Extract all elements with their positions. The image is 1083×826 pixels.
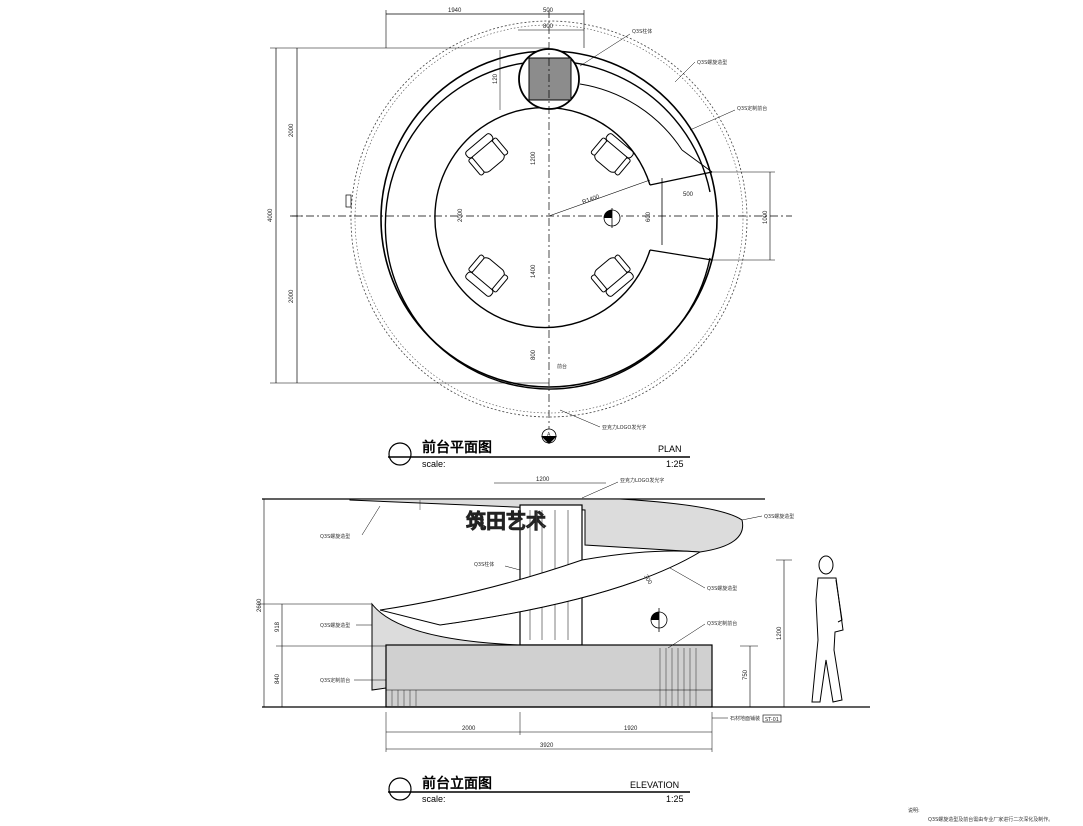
plan-dim-left-upper: 2000 (289, 123, 295, 137)
plan-dim-opening-h: 1000 (763, 210, 769, 224)
elev-label-floor: 石材地面铺装 (730, 715, 760, 722)
elev-dim-column-h: 400 (480, 517, 486, 528)
plan-dim-top-a: 500 (543, 8, 554, 14)
human-figure-icon (811, 555, 844, 703)
plan-view: 4000 2000 2000 1940 500 800 120 1200 140… (268, 8, 792, 469)
elevation-scale-value: 1:25 (666, 794, 684, 804)
elev-dim-desk-h: 750 (743, 669, 749, 680)
elev-label-ribbon-mid: Q3S螺旋造型 (707, 585, 737, 592)
elev-label-desk-right: Q3S定制前台 (707, 620, 737, 627)
plan-desk-outer-arc (384, 60, 711, 390)
chair-icon (588, 252, 637, 300)
elev-label-column: Q3S柱体 (474, 561, 494, 568)
elev-label-floor-tag: ST-01 (765, 717, 779, 723)
plan-dim-left-lower: 2000 (289, 289, 295, 303)
notes-text: Q3S螺旋造型及前台需由专业厂家进行二次深化及制作。 (928, 816, 1053, 823)
plan-dim-top-left: 1940 (448, 8, 462, 14)
plan-section-letter: A (547, 432, 551, 438)
elevation-title-cn: 前台立面图 (422, 775, 492, 792)
elev-dim-top: 1200 (536, 477, 550, 483)
plan-dim-left-total: 4000 (268, 208, 274, 222)
plan-label-column: Q3S柱体 (632, 28, 652, 35)
elev-dim-total-h: 2600 (257, 598, 263, 612)
elevation-scale-label: scale: (422, 794, 446, 804)
elev-dim-bottom-total: 3920 (540, 743, 554, 749)
chair-icon (462, 130, 511, 178)
plan-label-desk: Q3S定制前台 (737, 105, 767, 112)
plan-column-square (528, 57, 572, 101)
elev-label-ribbon-left: Q3S螺旋造型 (320, 533, 350, 540)
elev-dim-ribbon-w: 300 (642, 574, 653, 586)
elev-dim-person-h: 1200 (777, 626, 783, 640)
notes-label: 说明: (908, 807, 920, 814)
plan-dim-opening-w: 500 (683, 192, 694, 198)
plan-scale-label: scale: (422, 459, 446, 469)
plan-dim-center: 2000 (458, 208, 464, 222)
plan-title-circle (388, 442, 412, 466)
elevation-title-en: ELEVATION (630, 780, 679, 790)
elev-label-ribbon-low: Q3S螺旋造型 (320, 622, 350, 629)
plan-label-logo: 亚克力LOGO发光字 (602, 424, 646, 431)
plan-label-front: 前台 (557, 363, 567, 370)
plan-title-cn: 前台平面图 (422, 439, 492, 456)
elev-dim-base-h: 840 (275, 673, 281, 684)
watermark: 筑田艺术 (466, 509, 546, 533)
plan-dim-side-small: 600 (646, 211, 652, 222)
elevation-desk-base (385, 644, 713, 708)
plan-dim-top-b: 800 (543, 24, 554, 30)
plan-label-ribbon: Q3S螺旋造型 (697, 59, 727, 66)
plan-dim-inner-upper: 1200 (531, 151, 537, 165)
plan-dim-col-h: 120 (493, 73, 499, 84)
plan-title-en: PLAN (658, 444, 682, 454)
plan-scale-value: 1:25 (666, 459, 684, 469)
elev-dim-mid-h: 918 (275, 621, 281, 632)
elevation-title-circle (388, 777, 412, 801)
plan-dim-inner-lower: 1400 (531, 264, 537, 278)
elevation-view: 2600 918 840 1200 400 2000 1920 3920 750… (257, 477, 870, 804)
elev-label-desk-left: Q3S定制前台 (320, 677, 350, 684)
chair-icon (462, 252, 511, 300)
elev-label-logo: 亚克力LOGO发光字 (620, 477, 664, 484)
plan-dim-radius: R1400 (582, 194, 601, 206)
plan-desk-inner-arc (434, 106, 651, 329)
chair-icon (588, 130, 637, 178)
plan-dim-inner-small: 800 (531, 349, 537, 360)
elev-dim-bottom-left: 2000 (462, 726, 476, 732)
elev-label-ribbon-top: Q3S螺旋造型 (764, 513, 794, 520)
elev-dim-bottom-right: 1920 (624, 726, 638, 732)
